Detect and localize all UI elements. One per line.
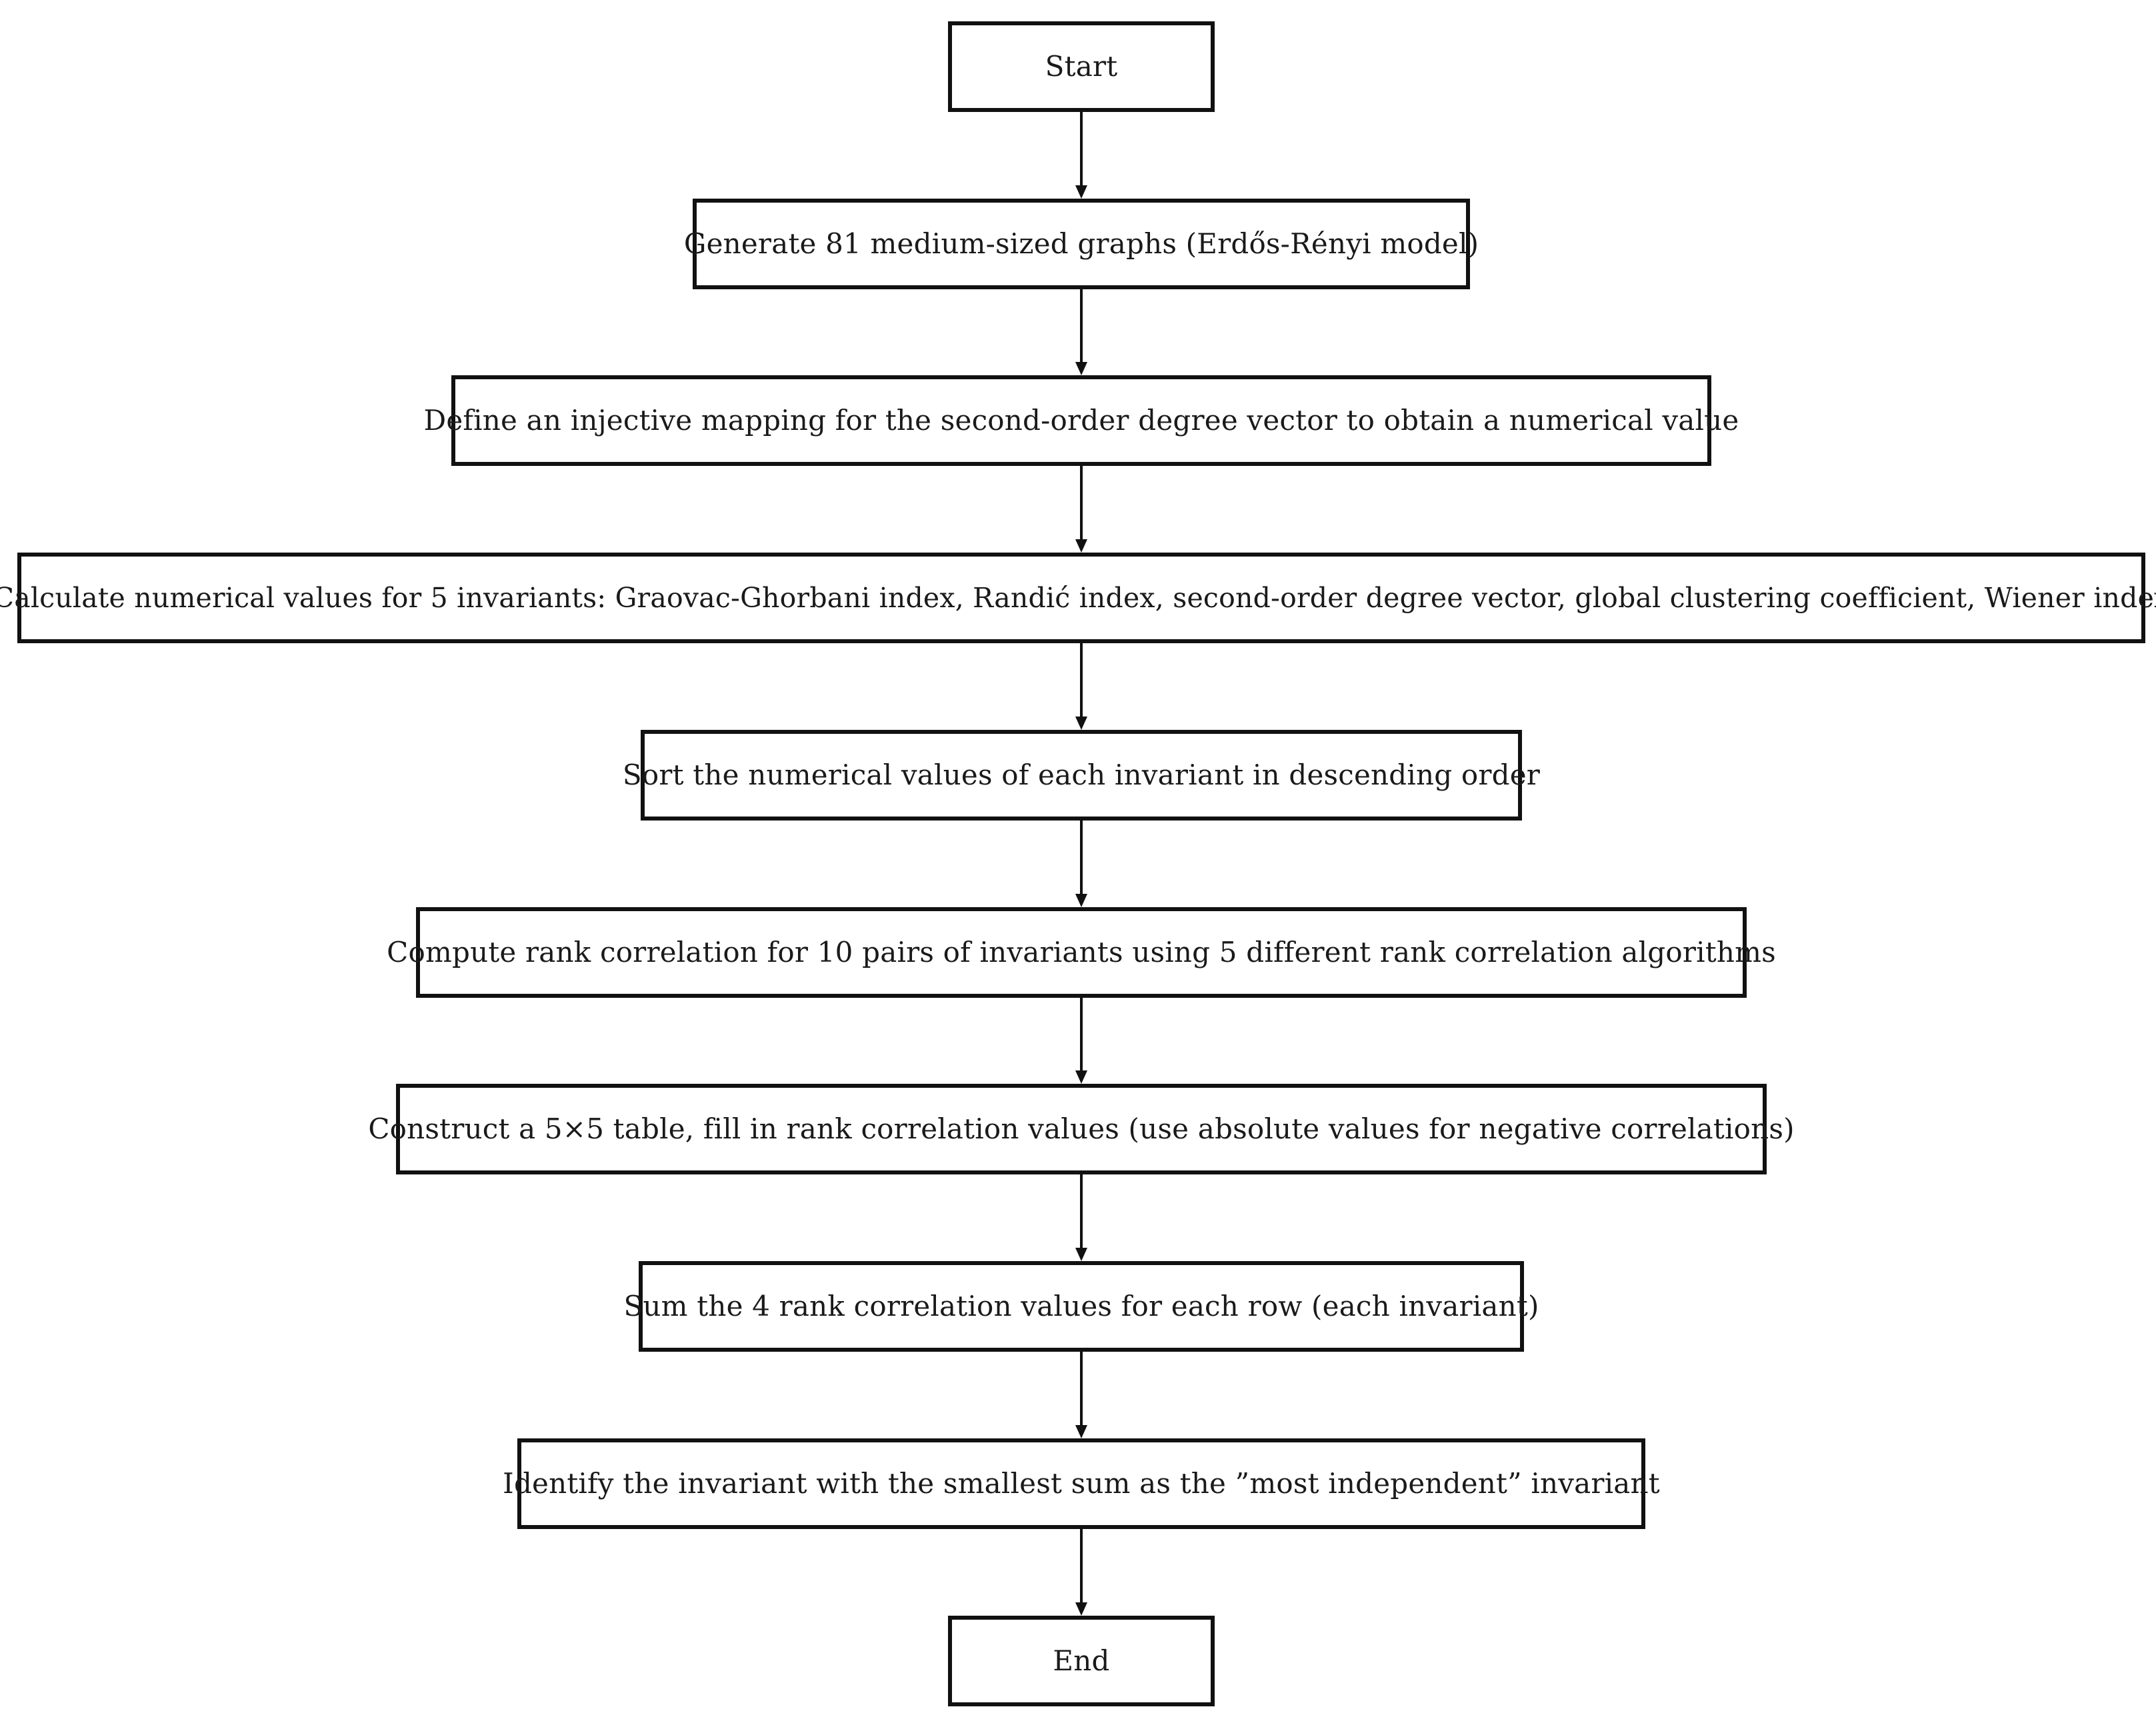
arrowhead xyxy=(1075,717,1087,730)
step-generate-graphs-label: Generate 81 medium-sized graphs (Erdős-R… xyxy=(683,227,1479,260)
step-calculate-invariants-label: Calculate numerical values for 5 invaria… xyxy=(0,581,2156,614)
arrowhead xyxy=(1075,894,1087,907)
arrowhead xyxy=(1075,1248,1087,1261)
arrowhead xyxy=(1075,362,1087,375)
step-compute-rank-correlation: Compute rank correlation for 10 pairs of… xyxy=(387,907,1776,998)
step-construct-table: Construct a 5×5 table, fill in rank corr… xyxy=(368,1084,1795,1174)
step-start: Start xyxy=(948,21,1215,112)
step-end: End xyxy=(948,1616,1215,1706)
arrowhead xyxy=(1075,1602,1087,1616)
step-sort-values: Sort the numerical values of each invari… xyxy=(623,730,1540,821)
step-construct-table-label: Construct a 5×5 table, fill in rank corr… xyxy=(368,1112,1795,1145)
step-define-mapping-label: Define an injective mapping for the seco… xyxy=(423,404,1739,437)
step-generate-graphs: Generate 81 medium-sized graphs (Erdős-R… xyxy=(684,199,1479,289)
step-start-label: Start xyxy=(1045,50,1118,83)
arrowhead xyxy=(1075,185,1087,199)
step-sum-rows-label: Sum the 4 rank correlation values for ea… xyxy=(623,1290,1539,1322)
arrowhead xyxy=(1075,539,1087,553)
arrowhead xyxy=(1075,1425,1087,1438)
step-define-mapping: Define an injective mapping for the seco… xyxy=(424,375,1739,466)
arrowhead xyxy=(1075,1070,1087,1084)
step-sum-rows: Sum the 4 rank correlation values for ea… xyxy=(623,1261,1539,1352)
step-identify-invariant: Identify the invariant with the smallest… xyxy=(503,1438,1660,1529)
step-calculate-invariants: Calculate numerical values for 5 invaria… xyxy=(0,553,2156,643)
step-sort-values-label: Sort the numerical values of each invari… xyxy=(622,759,1541,791)
step-identify-invariant-label: Identify the invariant with the smallest… xyxy=(503,1467,1660,1500)
step-end-label: End xyxy=(1053,1644,1110,1677)
step-compute-rank-correlation-label: Compute rank correlation for 10 pairs of… xyxy=(387,936,1776,968)
